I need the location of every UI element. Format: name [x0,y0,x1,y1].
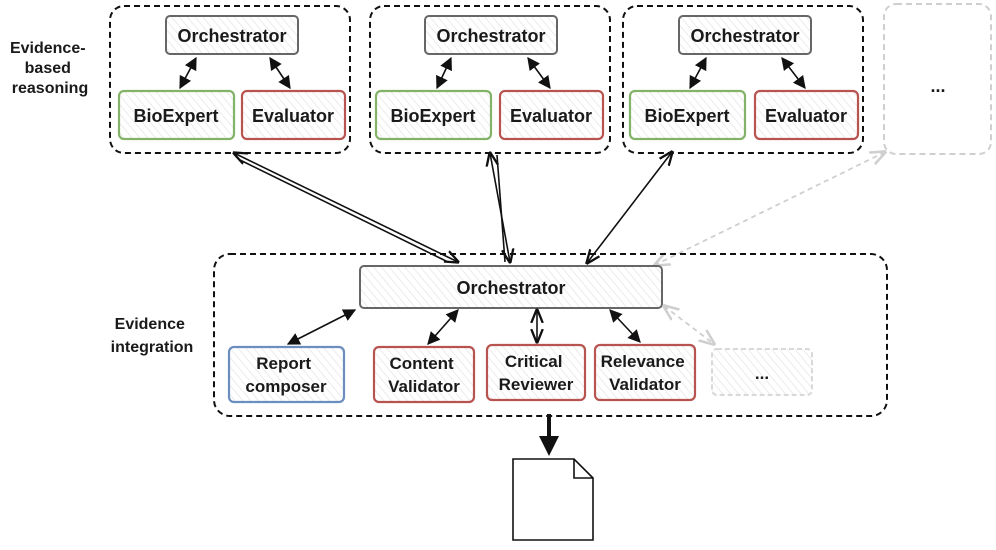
reasoning-section-label: Evidence- based reasoning [10,40,90,97]
bioexpert-box [374,89,493,141]
bioexpert-label: BioExpert [133,106,218,126]
bioexpert-label: BioExpert [644,106,729,126]
integration-group: Orchestrator Report composer Content Val… [213,253,888,417]
evaluator-label: Evaluator [765,106,847,126]
more-groups-label: ... [930,76,945,96]
relevance-validator-label: Relevance Validator [601,352,690,394]
more-agents-box [711,348,813,396]
document-icon [512,458,594,541]
integration-orchestrator-label: Orchestrator [456,278,565,298]
bioexpert-label: BioExpert [390,106,475,126]
connector [609,309,641,343]
critical-reviewer-box [485,343,587,402]
bioexpert-box [628,89,747,141]
connector [527,56,551,90]
evaluator-label: Evaluator [252,106,334,126]
orchestrator-box [165,15,299,55]
report-composer-box [227,345,346,404]
bioexpert-box [117,89,236,141]
connector [689,56,707,90]
connector [781,56,806,90]
connector [286,309,357,345]
content-validator-label: Content Validator [388,354,460,396]
evaluator-box [498,89,605,141]
integration-section-label: Evidence integration [111,316,194,356]
integration-orchestrator-box [359,265,663,309]
reasoning-group-3: Orchestrator BioExpert Evaluator [622,5,864,154]
connector [664,306,714,344]
orchestrator-label: Orchestrator [177,26,286,46]
reasoning-group-placeholder: ... [883,3,992,155]
connector [436,56,452,90]
reasoning-group-2: Orchestrator BioExpert Evaluator [369,5,611,154]
connector [269,56,291,90]
content-validator-box [372,345,476,404]
group-to-integration-connectors [234,152,885,265]
connector [427,309,459,345]
orchestrator-label: Orchestrator [690,26,799,46]
connector [179,56,197,90]
reasoning-group-1: Orchestrator BioExpert Evaluator [109,5,351,154]
relevance-validator-box [593,343,697,402]
critical-reviewer-label: Critical Reviewer [499,352,574,394]
evaluator-box [240,89,347,141]
orchestrator-label: Orchestrator [436,26,545,46]
evaluator-label: Evaluator [510,106,592,126]
more-agents-label: ... [755,364,769,383]
evaluator-box [753,89,860,141]
orchestrator-box [678,15,812,55]
report-composer-label: Report composer [245,354,327,396]
orchestrator-box [424,15,558,55]
